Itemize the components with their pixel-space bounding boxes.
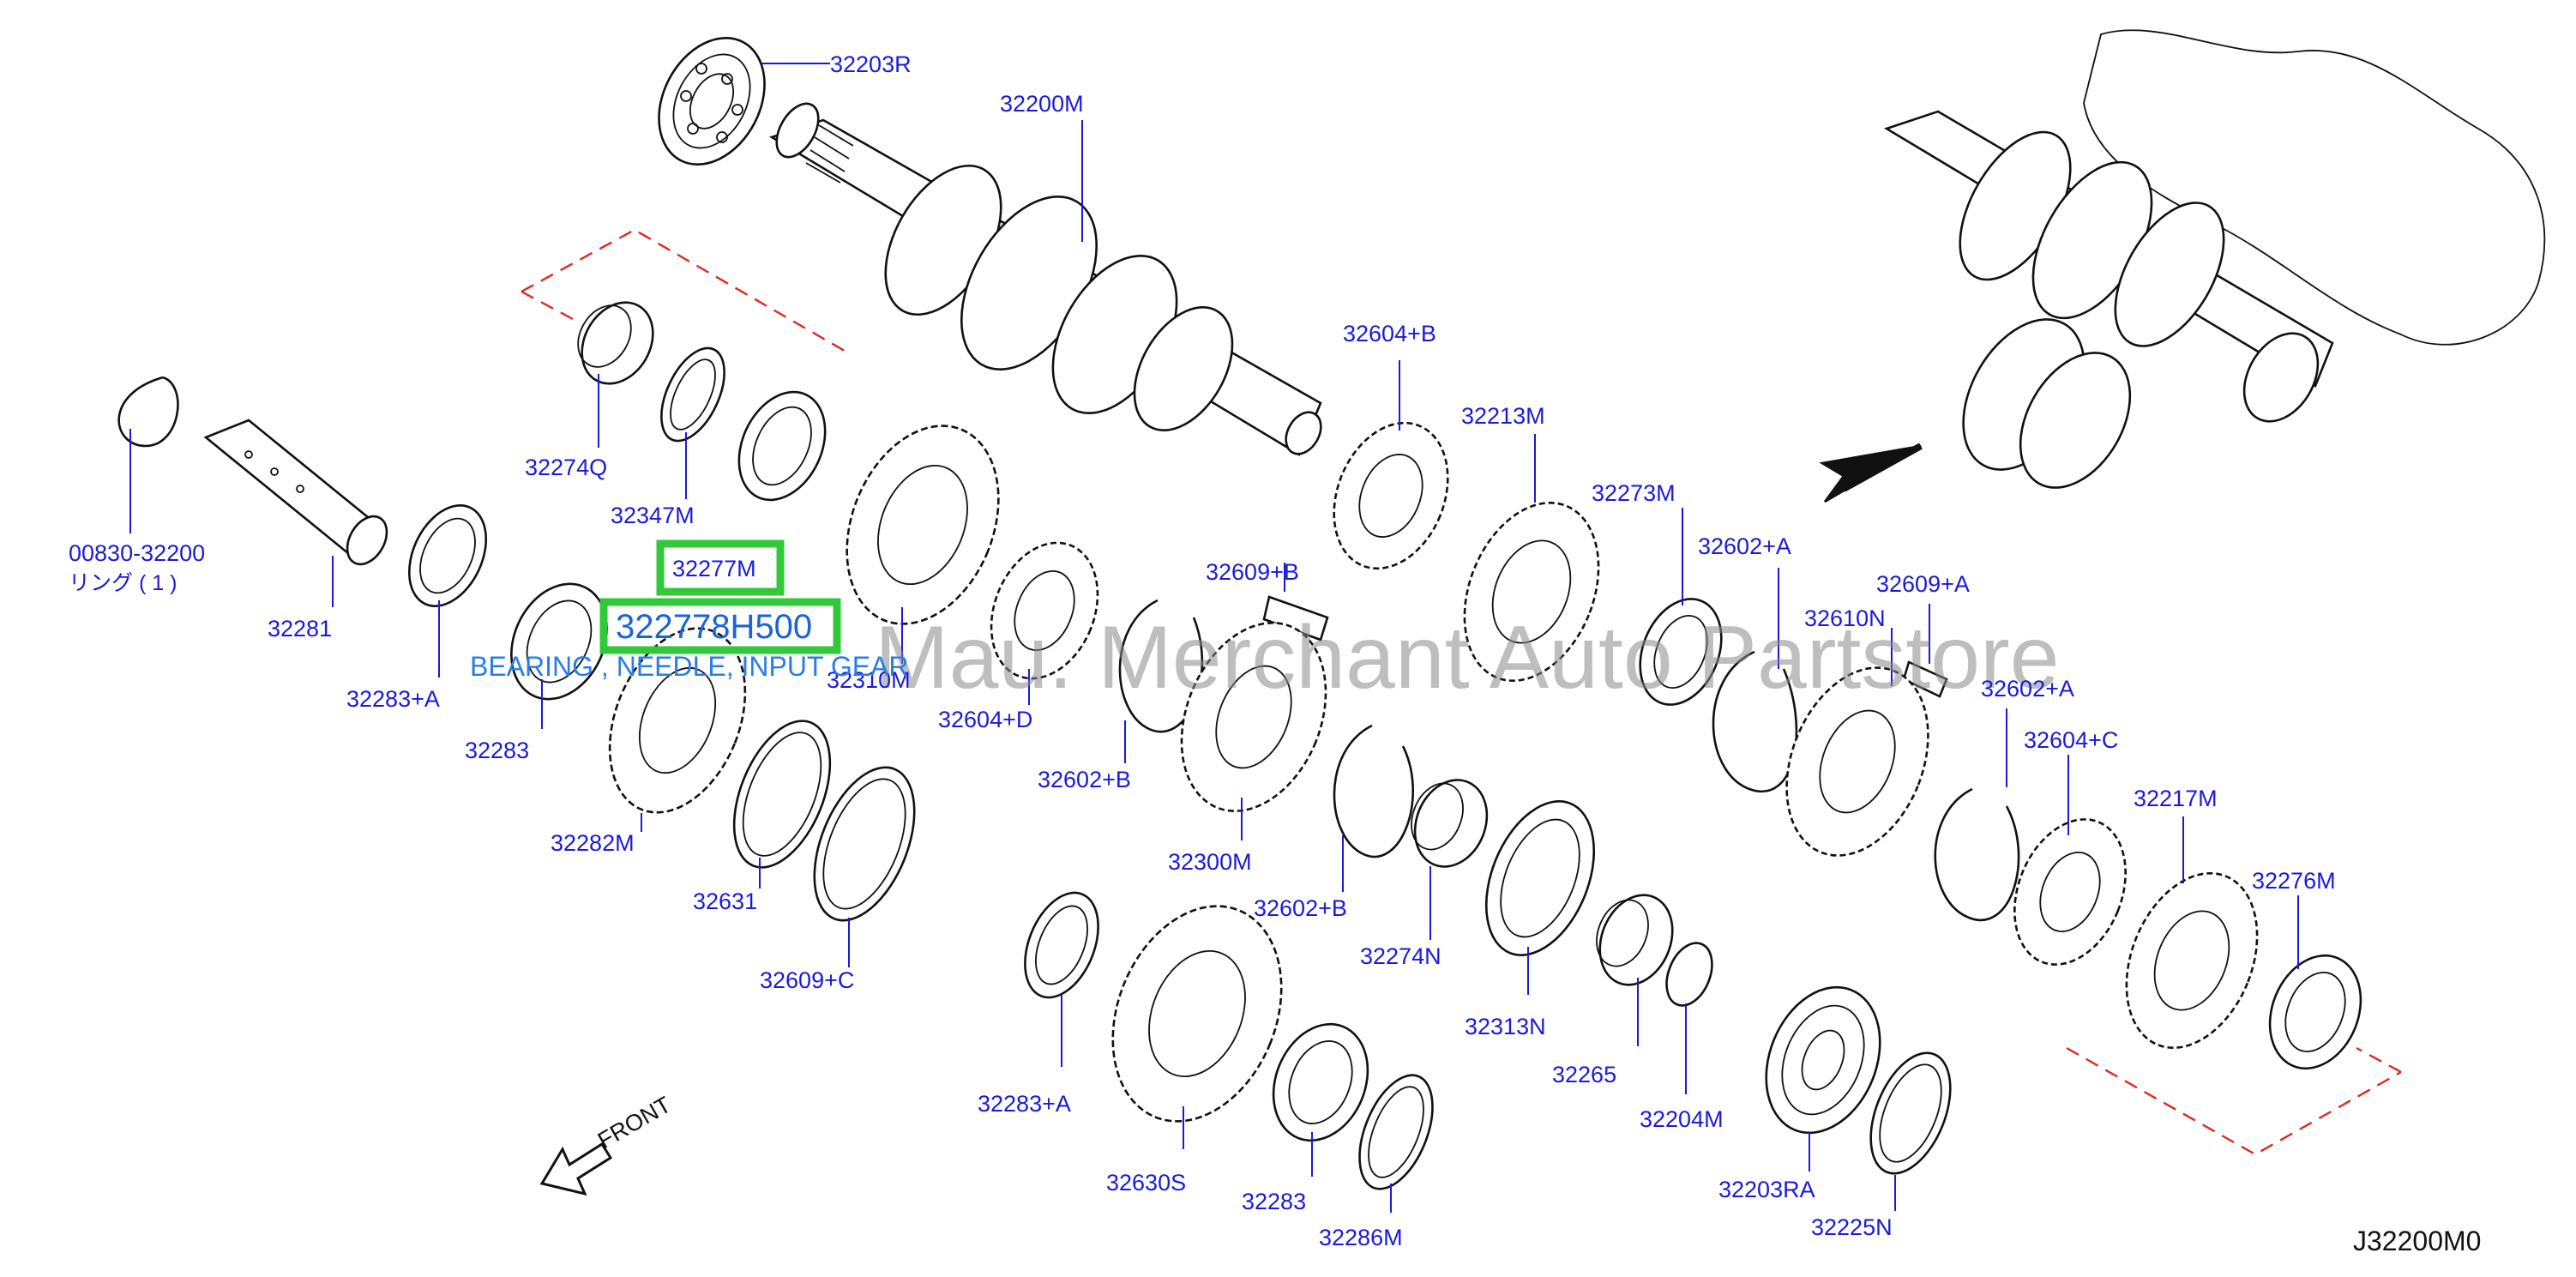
label-32604-D[interactable]: 32604+D — [938, 707, 1032, 732]
dashed-frame-right — [2066, 1046, 2402, 1156]
label-32300M[interactable]: 32300M — [1168, 849, 1252, 875]
label-32602-A-2[interactable]: 32602+A — [1981, 676, 2074, 702]
label-32213M[interactable]: 32213M — [1461, 403, 1545, 429]
gear-32213M[interactable] — [1440, 483, 1623, 701]
bushing-32274N[interactable] — [1402, 769, 1500, 877]
part-labels: 32203R 32200M 32604+B 32213M 32273M 3260… — [69, 51, 2336, 1250]
assembled-shaft-overview — [1819, 29, 2546, 503]
bearing-32203R[interactable] — [638, 20, 785, 183]
label-32217M[interactable]: 32217M — [2134, 786, 2218, 811]
sleeve-32265[interactable] — [1587, 884, 1686, 996]
hub-32604-C[interactable] — [1994, 803, 2146, 981]
label-ring-jp: リング ( 1 ) — [69, 571, 177, 595]
label-32604-B[interactable]: 32604+B — [1343, 321, 1436, 346]
hub-32604-D[interactable] — [972, 527, 1117, 695]
label-32203R[interactable]: 32203R — [830, 51, 912, 77]
snap-ring-32602-B-2[interactable] — [1333, 724, 1415, 858]
highlight-box-part-code[interactable] — [599, 598, 841, 654]
gear-32300M[interactable] — [1155, 601, 1352, 833]
key-32609-A[interactable] — [1902, 660, 1948, 698]
leader-lines — [129, 63, 2299, 1213]
label-32313N[interactable]: 32313N — [1465, 1014, 1546, 1039]
watermark-text: Mau. Merchant Auto Partstore — [875, 608, 2060, 708]
pin-32281[interactable] — [203, 419, 394, 571]
label-32609-C[interactable]: 32609+C — [760, 967, 854, 993]
needle-bearing-32283[interactable] — [493, 569, 624, 715]
key-32609-B[interactable] — [1262, 595, 1329, 642]
snap-ring-32602-A-1[interactable] — [1712, 650, 1798, 792]
front-direction-arrow-icon — [539, 1141, 613, 1196]
snap-ring-00830-32200[interactable] — [117, 376, 179, 448]
cone-32313N[interactable] — [1466, 786, 1615, 971]
bushing-32274Q[interactable] — [568, 290, 667, 397]
needle-bearing-32277M[interactable] — [722, 378, 841, 515]
label-32283-2[interactable]: 32283 — [1242, 1189, 1306, 1214]
highlight-part-description: BEARING , NEEDLE, INPUT GEAR — [470, 651, 909, 682]
washer-32286M[interactable] — [1345, 1065, 1447, 1200]
seal-32283-A-2[interactable] — [1011, 882, 1112, 1008]
label-32602-B-1[interactable]: 32602+B — [1038, 767, 1131, 792]
label-32602-A-1[interactable]: 32602+A — [1698, 533, 1791, 559]
ring-32631[interactable] — [715, 708, 849, 882]
dashed-frame-left — [521, 228, 850, 355]
label-32610N[interactable]: 32610N — [1804, 605, 1886, 631]
gear-32630S[interactable] — [1082, 881, 1312, 1147]
seal-32283-A[interactable] — [394, 493, 502, 618]
hub-32604-B[interactable] — [1314, 406, 1469, 586]
label-32225N[interactable]: 32225N — [1811, 1214, 1893, 1240]
snap-ring-32602-A-2[interactable] — [1934, 787, 2020, 921]
needle-bearing-32273M[interactable] — [1625, 587, 1736, 717]
needle-bearing-32283-2[interactable] — [1257, 1010, 1385, 1155]
label-32286M[interactable]: 32286M — [1319, 1225, 1403, 1250]
washer-32204M[interactable] — [1658, 937, 1721, 1012]
label-32203RA[interactable]: 32203RA — [1718, 1177, 1815, 1202]
label-32283-A-2[interactable]: 32283+A — [978, 1091, 1071, 1117]
label-32347M[interactable]: 32347M — [611, 503, 695, 528]
label-32631[interactable]: 32631 — [693, 888, 757, 914]
needle-bearing-32276M[interactable] — [2254, 942, 2377, 1082]
label-32602-B-2[interactable]: 32602+B — [1254, 895, 1347, 921]
highlight-selection[interactable]: 32277M 322778H500 BEARING , NEEDLE, INPU… — [470, 539, 909, 682]
label-32281[interactable]: 32281 — [268, 616, 332, 642]
gear-32217M[interactable] — [2102, 853, 2281, 1067]
highlight-box-32277M[interactable] — [656, 539, 785, 596]
label-32609-B[interactable]: 32609+B — [1206, 559, 1299, 585]
label-32630S[interactable]: 32630S — [1106, 1170, 1186, 1196]
mainshaft-32200M[interactable] — [768, 97, 1328, 461]
label-32200M[interactable]: 32200M — [1000, 91, 1084, 117]
label-32276M[interactable]: 32276M — [2252, 868, 2336, 894]
label-32609-A[interactable]: 32609+A — [1876, 571, 1970, 597]
label-32277M[interactable]: 32277M — [672, 556, 756, 581]
washer-32225N[interactable] — [1855, 1041, 1966, 1184]
label-32273M[interactable]: 32273M — [1592, 480, 1676, 506]
ring-32609-C[interactable] — [794, 753, 934, 935]
highlight-part-code[interactable]: 322778H500 — [616, 608, 812, 646]
bearing-32203RA[interactable] — [1746, 970, 1901, 1150]
gear-32310M[interactable] — [819, 403, 1026, 647]
label-32283-1[interactable]: 32283 — [465, 738, 529, 763]
gear-32282M[interactable] — [584, 608, 770, 833]
label-32204M[interactable]: 32204M — [1640, 1106, 1724, 1132]
washer-32347M[interactable] — [648, 339, 737, 450]
label-32310M[interactable]: 32310M — [827, 667, 911, 693]
front-label: FRONT — [593, 1092, 676, 1154]
figure-id: J32200M0 — [2353, 1226, 2481, 1256]
label-32274N[interactable]: 32274N — [1360, 943, 1441, 969]
label-32283-A-1[interactable]: 32283+A — [346, 686, 440, 712]
label-32274Q[interactable]: 32274Q — [525, 455, 607, 480]
label-32265[interactable]: 32265 — [1552, 1062, 1616, 1087]
label-00830-32200[interactable]: 00830-32200 — [69, 540, 205, 566]
label-32604-C[interactable]: 32604+C — [2024, 727, 2118, 753]
gear-32610N[interactable] — [1760, 647, 1954, 876]
label-32282M[interactable]: 32282M — [551, 830, 635, 856]
